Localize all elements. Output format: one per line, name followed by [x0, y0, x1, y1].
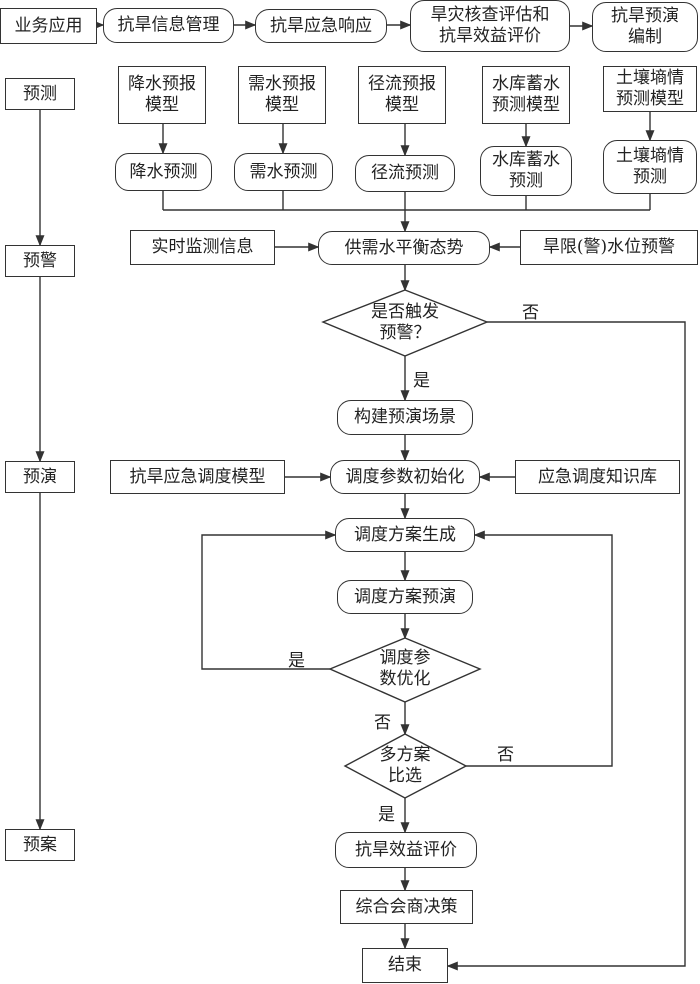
stage-warning: 预警 [5, 245, 75, 277]
water-demand-forecast-box: 需水预测 [234, 153, 333, 191]
label-no: 否 [522, 303, 539, 323]
soil-moisture-forecast-box: 土壤墒情 预测 [603, 140, 697, 194]
business-application-box: 业务应用 [0, 8, 97, 44]
benefit-evaluation-box: 抗旱效益评价 [335, 832, 477, 868]
stage-plan: 预案 [5, 829, 75, 861]
label-no: 否 [374, 713, 391, 733]
dispatch-model-box: 抗旱应急调度模型 [110, 460, 285, 494]
trigger-warning-decision: 是否触发 预警？ [371, 302, 439, 343]
soil-moisture-model-box: 土壤墒情 预测模型 [603, 66, 697, 112]
runoff-forecast-box: 径流预测 [355, 155, 455, 192]
reservoir-model-box: 水库蓄水 预测模型 [482, 66, 570, 124]
multi-plan-compare-decision: 多方案 比选 [379, 745, 431, 786]
runoff-model-box: 径流预报 模型 [358, 66, 446, 124]
plan-generation-box: 调度方案生成 [335, 518, 475, 552]
label-no: 否 [497, 745, 514, 765]
stage-forecast: 预测 [5, 78, 75, 110]
disaster-assessment-box: 旱灾核查评估和 抗旱效益评价 [410, 0, 570, 52]
precipitation-forecast-box: 降水预测 [115, 153, 212, 191]
drought-info-management-box: 抗旱信息管理 [103, 8, 234, 43]
stage-rehearsal: 预演 [5, 461, 75, 493]
supply-demand-balance-box: 供需水平衡态势 [318, 231, 490, 265]
label-yes: 是 [378, 805, 395, 825]
water-demand-model-box: 需水预报 模型 [238, 66, 326, 124]
consultation-decision-box: 综合会商决策 [340, 890, 473, 924]
knowledge-base-box: 应急调度知识库 [515, 460, 680, 494]
drought-plan-box: 抗旱预演 编制 [592, 2, 698, 52]
label-yes: 是 [413, 371, 430, 391]
drought-emergency-response-box: 抗旱应急响应 [255, 9, 387, 43]
precipitation-model-box: 降水预报 模型 [118, 66, 206, 124]
end-box: 结束 [362, 948, 448, 983]
plan-preview-box: 调度方案预演 [337, 580, 473, 614]
realtime-monitoring-box: 实时监测信息 [130, 230, 275, 265]
build-scenario-box: 构建预演场景 [337, 400, 473, 435]
parameter-optimize-decision: 调度参 数优化 [379, 648, 431, 689]
water-level-warning-box: 旱限(警)水位预警 [520, 230, 698, 265]
parameter-init-box: 调度参数初始化 [330, 460, 480, 494]
label-yes: 是 [288, 651, 305, 671]
reservoir-forecast-box: 水库蓄水 预测 [480, 146, 572, 196]
